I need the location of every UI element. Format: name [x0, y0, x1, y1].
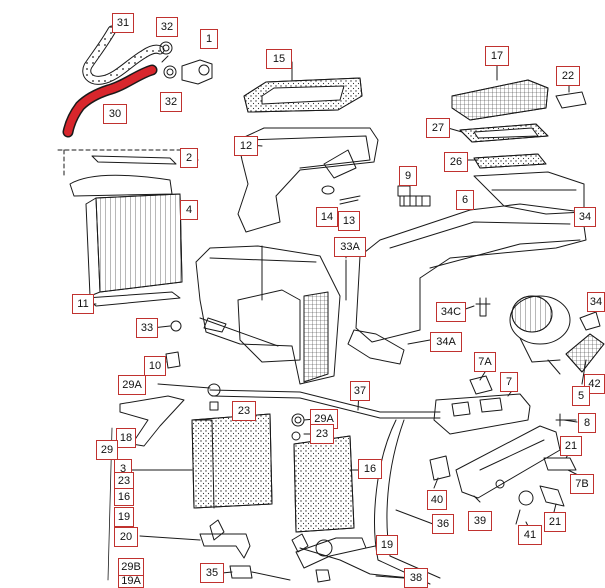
callout-10[interactable]: 10 — [144, 356, 166, 376]
callout-32-lower[interactable]: 32 — [160, 92, 182, 112]
callout-27[interactable]: 27 — [426, 118, 450, 138]
blower-motor-5 — [509, 295, 571, 363]
callout-39[interactable]: 39 — [468, 511, 492, 531]
callout-7B[interactable]: 7B — [570, 474, 594, 494]
callout-26[interactable]: 26 — [444, 152, 468, 172]
callout-1[interactable]: 1 — [200, 29, 218, 49]
callout-41[interactable]: 41 — [518, 525, 542, 545]
flap-3 — [191, 413, 273, 509]
callout-19-right[interactable]: 19 — [376, 535, 398, 555]
flap-16 — [293, 435, 355, 533]
callout-40[interactable]: 40 — [427, 490, 447, 510]
callout-23-mid[interactable]: 23 — [310, 424, 334, 444]
callout-14[interactable]: 14 — [316, 207, 338, 227]
callout-16-stack[interactable]: 16 — [114, 488, 134, 506]
callout-34-right[interactable]: 34 — [587, 292, 605, 312]
callout-23-left[interactable]: 23 — [232, 401, 256, 421]
hose-31 — [82, 25, 165, 85]
callout-20[interactable]: 20 — [114, 527, 138, 547]
callout-19A[interactable]: 19A — [118, 575, 144, 588]
callout-21-lower[interactable]: 21 — [544, 512, 566, 532]
callout-37[interactable]: 37 — [350, 381, 370, 401]
callout-34C[interactable]: 34C — [436, 302, 466, 322]
cover-17 — [451, 79, 549, 121]
callout-12[interactable]: 12 — [234, 136, 258, 156]
callout-29A-left[interactable]: 29A — [118, 375, 146, 395]
callout-38[interactable]: 38 — [404, 568, 428, 588]
callout-32-upper[interactable]: 32 — [156, 17, 178, 37]
callout-29B[interactable]: 29B — [118, 558, 144, 576]
callout-2[interactable]: 2 — [180, 148, 198, 168]
callout-33[interactable]: 33 — [136, 318, 158, 338]
callout-30[interactable]: 30 — [103, 104, 127, 124]
callout-19-left[interactable]: 19 — [114, 507, 134, 527]
air-duct-12 — [237, 127, 379, 233]
callout-18[interactable]: 18 — [116, 428, 136, 448]
callout-29[interactable]: 29 — [96, 440, 118, 460]
callout-22[interactable]: 22 — [556, 66, 580, 86]
control-head-7 — [433, 393, 531, 435]
callout-21-upper[interactable]: 21 — [560, 436, 582, 456]
hose-30-highlighted — [62, 64, 158, 138]
callout-15[interactable]: 15 — [266, 49, 292, 69]
callout-5[interactable]: 5 — [572, 386, 590, 406]
callout-34A[interactable]: 34A — [430, 332, 462, 352]
callout-8[interactable]: 8 — [578, 413, 596, 433]
heater-core-4 — [69, 174, 183, 297]
frame-15 — [243, 77, 363, 113]
callout-7[interactable]: 7 — [500, 372, 518, 392]
callout-11[interactable]: 11 — [72, 294, 94, 314]
callout-7A[interactable]: 7A — [474, 352, 496, 372]
heater-box — [170, 245, 341, 385]
callout-4[interactable]: 4 — [180, 200, 198, 220]
callout-13[interactable]: 13 — [338, 211, 360, 231]
callout-35[interactable]: 35 — [200, 563, 224, 583]
callout-9[interactable]: 9 — [399, 166, 417, 186]
callout-31[interactable]: 31 — [112, 13, 134, 33]
callout-16-mid[interactable]: 16 — [358, 459, 382, 479]
callout-6[interactable]: 6 — [456, 190, 474, 210]
callout-17[interactable]: 17 — [485, 46, 509, 66]
callout-36[interactable]: 36 — [432, 514, 454, 534]
callout-34-upper[interactable]: 34 — [574, 207, 596, 227]
callout-33A[interactable]: 33A — [334, 237, 366, 257]
